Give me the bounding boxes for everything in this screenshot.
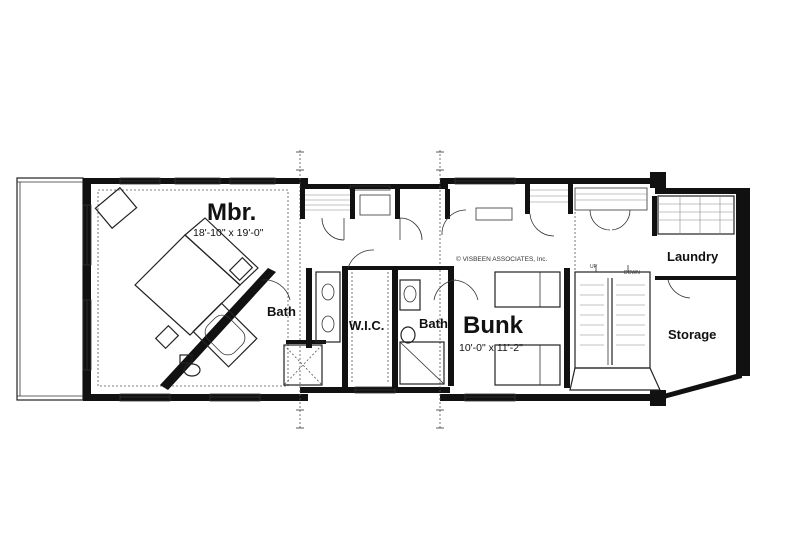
section-marks (296, 150, 444, 430)
master-bedroom-dims: 18'-10" x 19'-0" (193, 227, 264, 239)
windows (82, 177, 516, 402)
stairs-up-label: UP (590, 264, 598, 270)
deck (16, 177, 84, 401)
wic-label: W.I.C. (349, 318, 384, 333)
master-bath-label: Bath (267, 304, 296, 319)
bunk-label: Bunk (463, 312, 524, 339)
laundry-label: Laundry (667, 249, 719, 264)
upper-closets (300, 189, 450, 241)
laundry-storage (652, 195, 737, 299)
master-bath (160, 268, 341, 390)
upper-right-closets (441, 184, 648, 237)
bunk-furniture (451, 207, 570, 388)
walk-in-closet (342, 249, 398, 388)
stairs (569, 212, 661, 391)
hall-bath-label: Bath (419, 316, 448, 331)
stairs-down-label: DOWN (624, 270, 640, 276)
copyright-text: © VISBEEN ASSOCIATES, Inc. (456, 255, 548, 263)
hall-bath (398, 266, 457, 386)
bunk-dims: 10'-0" x 11'-2" (459, 342, 523, 354)
storage-label: Storage (668, 327, 716, 342)
master-bedroom-label: Mbr. (207, 199, 256, 226)
master-furniture (94, 186, 289, 387)
